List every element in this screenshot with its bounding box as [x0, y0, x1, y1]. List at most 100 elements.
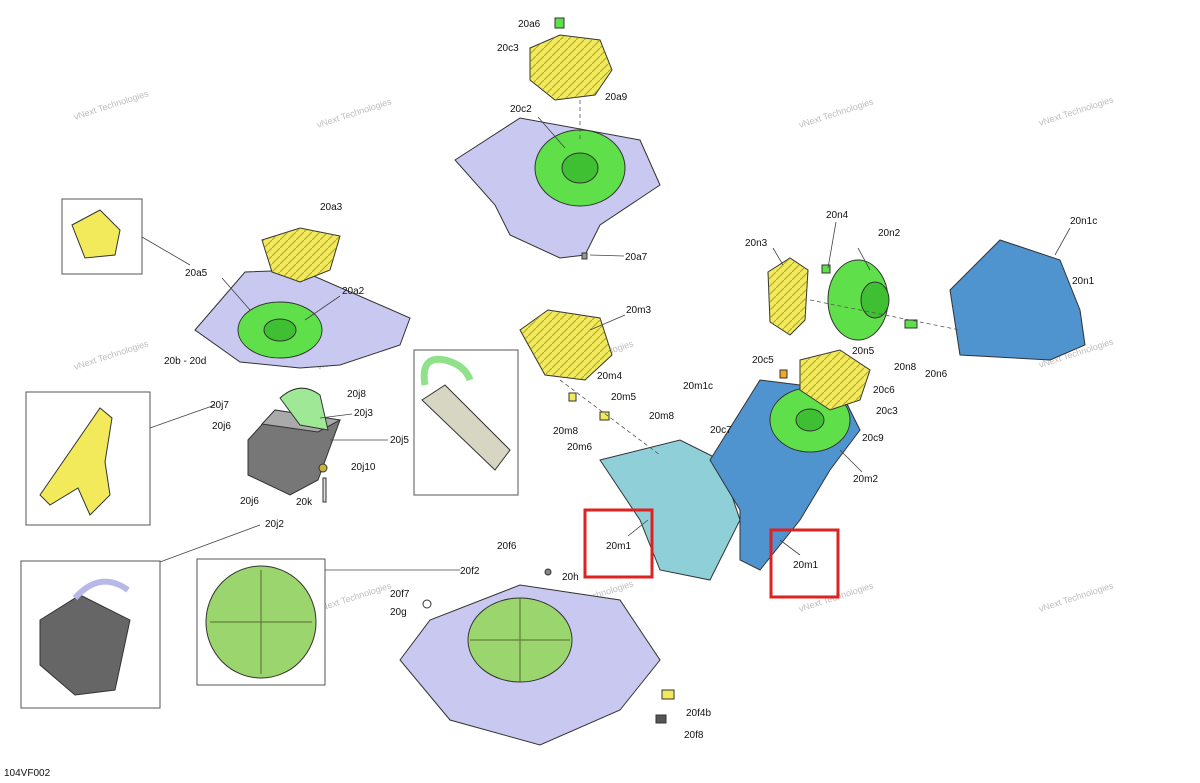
leader-lines	[141, 116, 1071, 571]
amplifier-assembly	[247, 387, 342, 503]
watermark: vNext Technologies	[798, 96, 876, 130]
highlight-20m1-left	[583, 508, 654, 579]
callout-20k: 20k	[296, 497, 313, 508]
bolt-20k	[322, 477, 327, 503]
callout-20m6: 20m6	[567, 442, 592, 453]
watermark: vNext Technologies	[73, 338, 151, 372]
callout-20n1c: 20n1c	[1070, 216, 1097, 227]
callout-20j8: 20j8	[347, 389, 366, 400]
callout-20a3: 20a3	[320, 202, 343, 213]
callout-20n4: 20n4	[826, 210, 849, 221]
callout-20n6: 20n6	[925, 369, 948, 380]
top-clip	[554, 17, 565, 29]
callout-20m4: 20m4	[597, 371, 622, 382]
callout-20n1: 20n1	[1072, 276, 1095, 287]
speaker-20n2-magnet	[860, 281, 890, 319]
callout-20j5: 20j5	[390, 435, 409, 446]
center-speaker-assembly	[399, 568, 675, 746]
callout-20g: 20g	[390, 607, 407, 618]
harness-connector	[318, 463, 328, 473]
watermark: vNext Technologies	[1038, 94, 1116, 128]
callout-20c9: 20c9	[862, 433, 884, 444]
callout-20b-20d: 20b - 20d	[164, 356, 206, 367]
callout-20a9: 20a9	[605, 92, 628, 103]
clip-20n4	[821, 264, 831, 274]
callout-20n5: 20n5	[852, 346, 875, 357]
callout-20m5: 20m5	[611, 392, 636, 403]
clip-20m4	[568, 392, 577, 402]
callout-20c5: 20c5	[752, 355, 774, 366]
callout-20c6: 20c6	[873, 385, 895, 396]
left-speaker-assembly	[194, 227, 411, 369]
leader	[159, 524, 261, 563]
callout-20j10: 20j10	[351, 462, 376, 473]
leader	[149, 404, 216, 429]
leader	[839, 449, 863, 473]
leader	[772, 247, 784, 266]
callout-20c2: 20c2	[510, 104, 532, 115]
callout-20j2: 20j2	[265, 519, 284, 530]
callout-20j7: 20j7	[210, 400, 229, 411]
leader	[319, 413, 353, 419]
grille-20m3-pattern	[520, 310, 612, 380]
right-center-speaker-assembly	[519, 309, 871, 581]
callout-20j6-lower: 20j6	[240, 496, 259, 507]
detail-insets	[20, 198, 519, 709]
grille-20n3-pattern	[768, 258, 808, 335]
connector-20f8	[655, 714, 667, 724]
callout-20n8: 20n8	[894, 362, 917, 373]
inset-20j3-harness	[420, 355, 474, 386]
callout-20c3: 20c3	[497, 43, 519, 54]
highlight-20m1-right	[769, 528, 840, 599]
figure-id: 104VF002	[4, 768, 51, 778]
leader	[827, 221, 837, 269]
speaker-20m2-cone	[795, 408, 825, 432]
leader	[589, 254, 625, 257]
callout-20a7: 20a7	[625, 252, 648, 263]
leader	[857, 247, 871, 271]
callout-20f6: 20f6	[497, 541, 517, 552]
right-speaker-assembly	[767, 239, 1086, 361]
axis-20n	[809, 299, 961, 331]
callout-20a5: 20a5	[185, 268, 208, 279]
callout-20c3-right: 20c3	[876, 406, 898, 417]
callout-20m3: 20m3	[626, 305, 651, 316]
top-screw	[581, 252, 588, 260]
callout-20f4b: 20f4b	[686, 708, 711, 719]
callout-20f7: 20f7	[390, 589, 410, 600]
callout-20h: 20h	[562, 572, 579, 583]
callout-20m8-left: 20m8	[553, 426, 578, 437]
callout-20m1-left: 20m1	[606, 541, 631, 552]
inset-20j3-amplifier	[421, 384, 511, 471]
clip-20c5	[779, 369, 788, 379]
leader	[779, 539, 801, 556]
leader	[141, 236, 191, 266]
callout-20a2: 20a2	[342, 286, 365, 297]
leader	[537, 116, 566, 149]
leader	[1054, 227, 1071, 256]
callout-20m2: 20m2	[853, 474, 878, 485]
callout-20c7: 20c7	[710, 425, 732, 436]
top-grille-pattern	[530, 35, 612, 100]
left-grille-pattern	[262, 228, 340, 282]
callout-20j3: 20j3	[354, 408, 373, 419]
callout-labels: 20a6 20c3 20a9 20c2 20a7 20a3 20a5 20a2 …	[164, 19, 1097, 741]
callout-20j6-upper: 20j6	[212, 421, 231, 432]
leader	[627, 519, 649, 537]
screw-20h	[544, 568, 552, 576]
callout-20a6: 20a6	[518, 19, 541, 30]
housing-20m1-left	[599, 439, 741, 581]
callout-20m1c: 20m1c	[683, 381, 713, 392]
top-speaker-cone	[561, 152, 599, 184]
amplifier-harness	[279, 387, 329, 431]
inset-20j2-cable	[72, 578, 130, 601]
top-speaker-assembly	[454, 17, 661, 260]
callout-20m8-right: 20m8	[649, 411, 674, 422]
watermark: vNext Technologies	[316, 96, 394, 130]
watermark: vNext Technologies	[1038, 580, 1116, 614]
connector-20f4b	[661, 689, 675, 700]
grille-20c3-pattern	[800, 350, 870, 410]
washer-20g	[422, 599, 432, 609]
